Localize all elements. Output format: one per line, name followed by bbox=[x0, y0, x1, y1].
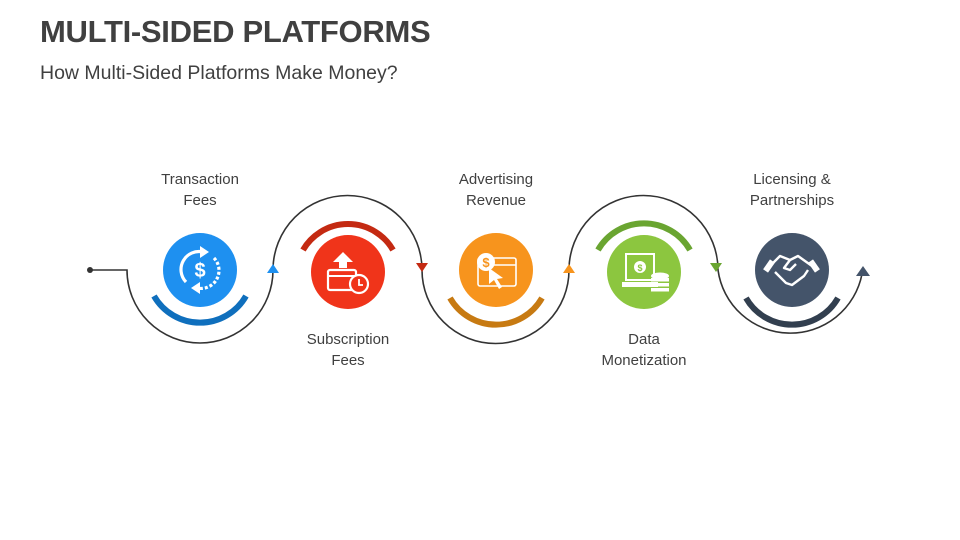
handshake-icon bbox=[763, 254, 820, 287]
step-advertising-revenue: $ bbox=[447, 233, 545, 328]
step-label-transaction-fees: Transaction Fees bbox=[120, 169, 280, 211]
icon-circle bbox=[459, 233, 533, 307]
accent-arc bbox=[151, 294, 249, 326]
slide-subtitle: How Multi-Sided Platforms Make Money? bbox=[40, 62, 398, 84]
arrow-up-orange-icon bbox=[563, 264, 575, 273]
label-line: Partnerships bbox=[749, 192, 835, 209]
label-line: Fees bbox=[183, 192, 217, 209]
label-line: Data bbox=[628, 331, 660, 348]
icon-circle bbox=[755, 233, 829, 307]
accent-arc bbox=[447, 296, 545, 328]
arrow-down-red-icon bbox=[416, 263, 428, 272]
step-transaction-fees: $ bbox=[151, 233, 249, 326]
label-line: Licensing & bbox=[753, 171, 831, 188]
step-label-advertising-revenue: Advertising Revenue bbox=[416, 169, 576, 211]
icon-circle bbox=[311, 235, 385, 309]
step-label-data-monetization: Data Monetization bbox=[564, 329, 724, 371]
step-licensing-partnerships bbox=[743, 233, 841, 328]
label-line: Advertising bbox=[458, 171, 534, 188]
svg-text:$: $ bbox=[637, 263, 642, 273]
step-data-monetization: $ bbox=[595, 220, 693, 309]
arrow-up-blue-icon bbox=[267, 264, 279, 273]
label-line: Subscription bbox=[306, 331, 390, 348]
svg-text:$: $ bbox=[482, 255, 490, 270]
label-line: Fees bbox=[331, 352, 365, 369]
label-line: Transaction bbox=[161, 171, 239, 188]
step-label-licensing-partnerships: Licensing & Partnerships bbox=[712, 169, 872, 211]
label-line: Monetization bbox=[601, 352, 687, 369]
step-label-subscription-fees: Subscription Fees bbox=[268, 329, 428, 371]
svg-text:$: $ bbox=[194, 260, 205, 282]
credit-card-clock-icon bbox=[326, 252, 370, 295]
dollar-exchange-icon: $ bbox=[179, 246, 221, 294]
accent-arc bbox=[743, 296, 841, 328]
monitor-coins-icon: $ bbox=[622, 253, 669, 292]
icon-circle bbox=[607, 235, 681, 309]
accent-arc bbox=[300, 221, 396, 252]
arrow-up-end-icon bbox=[856, 266, 870, 276]
ad-click-dollar-icon: $ bbox=[477, 253, 517, 289]
label-line: Revenue bbox=[465, 192, 527, 209]
arrow-down-green-icon bbox=[710, 263, 722, 272]
accent-arc bbox=[595, 220, 693, 252]
step-subscription-fees bbox=[300, 221, 396, 309]
icon-circle bbox=[163, 233, 237, 307]
slide-title: MULTI-SIDED PLATFORMS bbox=[40, 14, 431, 49]
wave-connector bbox=[87, 194, 863, 345]
